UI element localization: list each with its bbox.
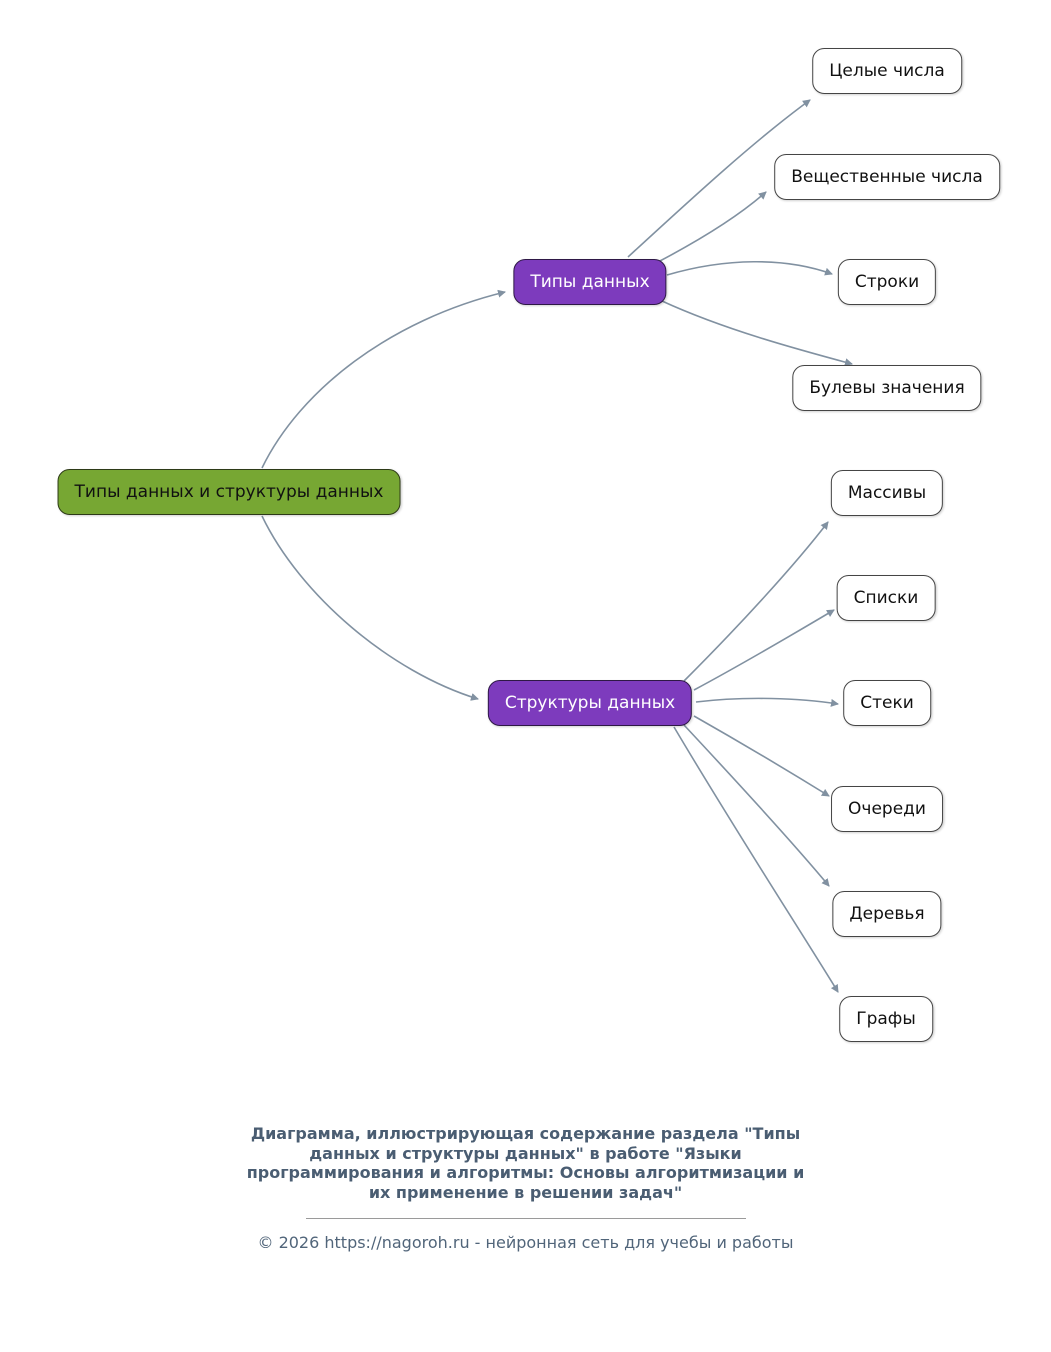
leaf-node-lists: Списки: [836, 575, 936, 621]
leaf-node-queues: Очереди: [831, 786, 943, 832]
edge-structures-trees: [683, 724, 830, 887]
copyright-text: © 2026 https://nagoroh.ru - нейронная се…: [257, 1233, 794, 1253]
edge-structures-arrays: [683, 521, 829, 682]
root-node: Типы данных и структуры данных: [57, 469, 401, 515]
edge-types-booleans: [661, 300, 853, 367]
leaf-node-arrays: Массивы: [830, 470, 944, 516]
leaf-node-booleans: Булевы значения: [792, 365, 982, 411]
leaf-node-trees: Деревья: [832, 891, 942, 937]
footer-divider: [305, 1218, 746, 1220]
leaf-node-strings: Строки: [837, 259, 937, 305]
edge-structures-graphs: [673, 726, 839, 993]
leaf-node-graphs: Графы: [839, 996, 933, 1042]
edge-types-strings: [666, 260, 833, 276]
leaf-node-reals: Вещественные числа: [774, 154, 1000, 200]
edge-structures-stacks: [695, 697, 839, 707]
edge-structures-queues: [693, 715, 830, 797]
branch-node-data-types: Типы данных: [513, 259, 667, 305]
edge-structures-lists: [693, 609, 835, 691]
branch-node-data-structures: Структуры данных: [487, 680, 693, 726]
diagram-caption: Диаграмма, иллюстрирующая содержание раз…: [246, 1124, 805, 1202]
edge-root-types: [261, 289, 506, 469]
edge-types-reals: [657, 191, 767, 263]
footer: Диаграмма, иллюстрирующая содержание раз…: [0, 1124, 1051, 1252]
leaf-node-integers: Целые числа: [812, 48, 962, 94]
edge-types-integers: [627, 99, 811, 258]
edge-root-structures: [261, 515, 479, 701]
leaf-node-stacks: Стеки: [843, 680, 931, 726]
